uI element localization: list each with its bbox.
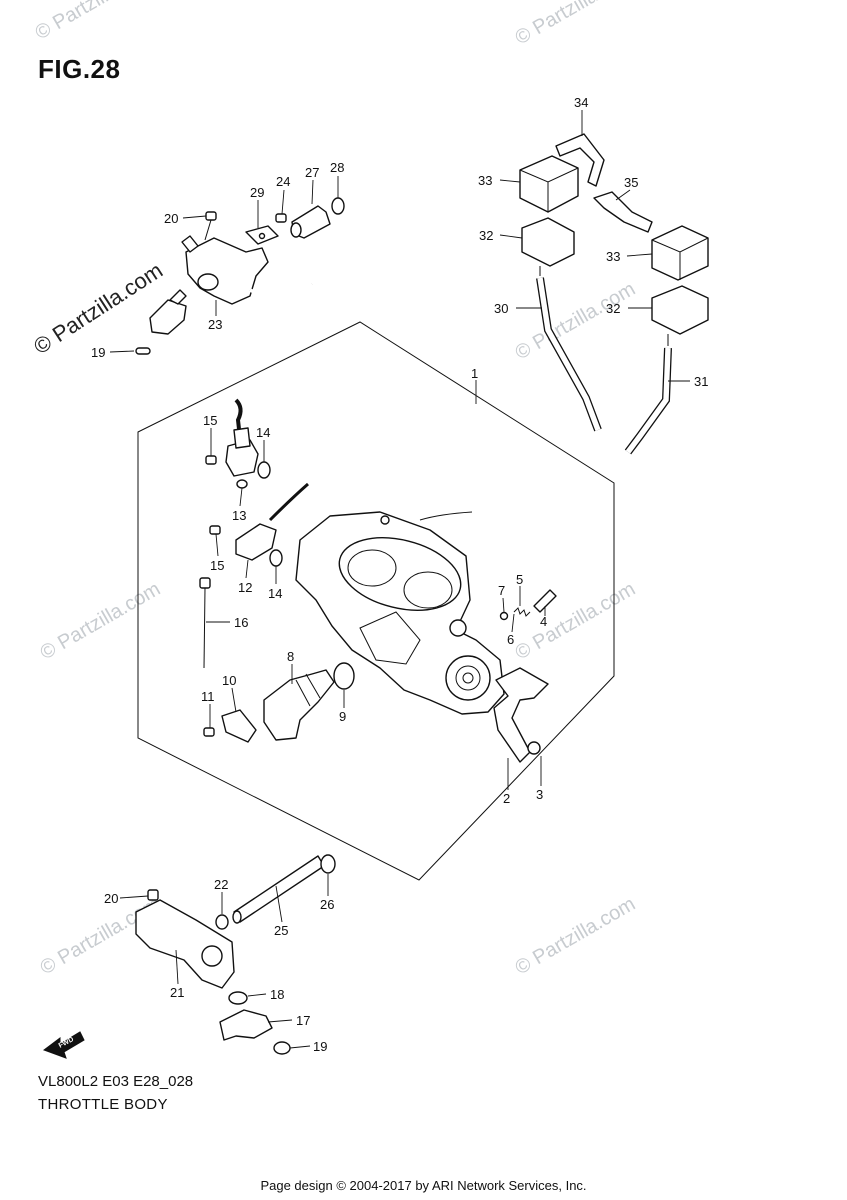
part-12-sensor xyxy=(235,482,309,561)
part-28-o-ring xyxy=(331,197,345,215)
part-17-injector-bottom xyxy=(219,1009,273,1041)
part-32-connector-upper xyxy=(521,217,575,276)
callout-18: 18 xyxy=(270,987,284,1002)
callout-labels: 1 2 3 4 5 6 7 8 9 10 11 12 13 14 14 15 1… xyxy=(91,95,708,1054)
callout-3: 3 xyxy=(536,787,543,802)
callout-27: 27 xyxy=(305,165,319,180)
section-title: THROTTLE BODY xyxy=(38,1096,168,1113)
part-10-plate xyxy=(221,709,257,743)
part-15-screw-lower xyxy=(209,525,221,535)
watermark-text: © Partzilla.com xyxy=(512,893,640,979)
part-30-hose xyxy=(536,277,602,432)
part-33-cover-upper xyxy=(519,155,579,213)
callout-30: 30 xyxy=(494,301,508,316)
part-6-spring xyxy=(513,607,531,617)
callout-33-lower: 33 xyxy=(606,249,620,264)
callout-1: 1 xyxy=(471,366,478,381)
callout-16: 16 xyxy=(234,615,248,630)
part-20-bolt-bottom xyxy=(147,889,159,901)
part-19-o-ring-top xyxy=(135,347,151,355)
callout-9: 9 xyxy=(339,709,346,724)
callout-7: 7 xyxy=(498,583,505,598)
part-27-valve xyxy=(290,205,331,239)
part-26-o-ring xyxy=(320,854,336,874)
leader-lines xyxy=(109,110,690,1049)
part-24-screw xyxy=(275,213,287,223)
watermark-text: © Partzilla.com xyxy=(32,0,160,44)
callout-26: 26 xyxy=(320,897,334,912)
part-31-hose xyxy=(624,347,672,455)
callout-32-lower: 32 xyxy=(606,301,620,316)
watermark-text: © Partzilla.com xyxy=(512,278,640,364)
part-7-washer xyxy=(499,611,509,621)
throttle-body-assembly-outline xyxy=(137,321,615,881)
callout-24: 24 xyxy=(276,174,290,189)
callout-2: 2 xyxy=(503,791,510,806)
part-35-bracket xyxy=(593,191,653,233)
part-14-o-ring-upper xyxy=(257,461,271,479)
part-21-fuel-delivery-pipe xyxy=(135,899,235,989)
callout-4: 4 xyxy=(540,614,547,629)
callout-19-upper: 19 xyxy=(91,345,105,360)
watermark-text: © Partzilla.com xyxy=(512,578,640,664)
part-34-bracket xyxy=(555,133,605,187)
part-9-o-ring xyxy=(333,662,355,690)
figure-title: FIG.28 xyxy=(38,54,121,84)
part-2-bracket xyxy=(493,667,549,763)
callout-13: 13 xyxy=(232,508,246,523)
callout-28: 28 xyxy=(330,160,344,175)
callout-34: 34 xyxy=(574,95,588,110)
callout-25: 25 xyxy=(274,923,288,938)
callout-14-upper: 14 xyxy=(256,425,270,440)
page-footer: Page design © 2004-2017 by ARI Network S… xyxy=(260,1178,587,1193)
part-22-o-ring xyxy=(215,914,229,930)
callout-15-lower: 15 xyxy=(210,558,224,573)
callout-15-upper: 15 xyxy=(203,413,217,428)
callout-6: 6 xyxy=(507,632,514,647)
callout-33-upper: 33 xyxy=(478,173,492,188)
part-14-o-ring-lower xyxy=(269,549,283,567)
part-11-screw xyxy=(203,727,215,737)
part-16-cable-tie xyxy=(199,577,211,669)
callout-10: 10 xyxy=(222,673,236,688)
callout-32-upper: 32 xyxy=(479,228,493,243)
watermark-layer: © Partzilla.com © Partzilla.com © Partzi… xyxy=(32,0,640,979)
callout-17: 17 xyxy=(296,1013,310,1028)
part-33-cover-lower xyxy=(651,225,709,281)
part-15-screw-upper xyxy=(205,455,217,465)
part-32-connector-lower xyxy=(651,285,709,346)
watermark-text: © Partzilla.com xyxy=(512,0,640,49)
part-8-sensor xyxy=(263,669,335,741)
callout-31: 31 xyxy=(694,374,708,389)
part-13-sensor xyxy=(225,398,259,489)
part-25-pipe xyxy=(232,855,325,924)
part-5-screw xyxy=(533,589,557,613)
callout-21: 21 xyxy=(170,985,184,1000)
callout-8: 8 xyxy=(287,649,294,664)
part-1-throttle-body xyxy=(295,511,505,715)
part-20-bolt-top xyxy=(204,211,217,241)
part-29-plate xyxy=(245,225,279,245)
part-17-injector-top xyxy=(149,289,187,335)
callout-12: 12 xyxy=(238,580,252,595)
forward-direction-arrow-icon: FWD xyxy=(42,1031,85,1059)
callout-35: 35 xyxy=(624,175,638,190)
callout-23: 23 xyxy=(208,317,222,332)
callout-20-lower: 20 xyxy=(104,891,118,906)
callout-14-lower: 14 xyxy=(268,586,282,601)
part-19-o-ring-bottom xyxy=(273,1041,291,1055)
callout-29: 29 xyxy=(250,185,264,200)
callout-20-upper: 20 xyxy=(164,211,178,226)
watermark-main: © Partzilla.com xyxy=(29,257,167,359)
callout-19-lower: 19 xyxy=(313,1039,327,1054)
model-code: VL800L2 E03 E28_028 xyxy=(38,1073,194,1090)
part-3-screw xyxy=(527,741,541,755)
callout-11: 11 xyxy=(201,689,215,704)
part-18-o-ring xyxy=(228,991,248,1005)
callout-22: 22 xyxy=(214,877,228,892)
part-23-fuel-delivery-housing xyxy=(181,235,313,305)
watermark-text: © Partzilla.com xyxy=(37,578,165,664)
callout-5: 5 xyxy=(516,572,523,587)
